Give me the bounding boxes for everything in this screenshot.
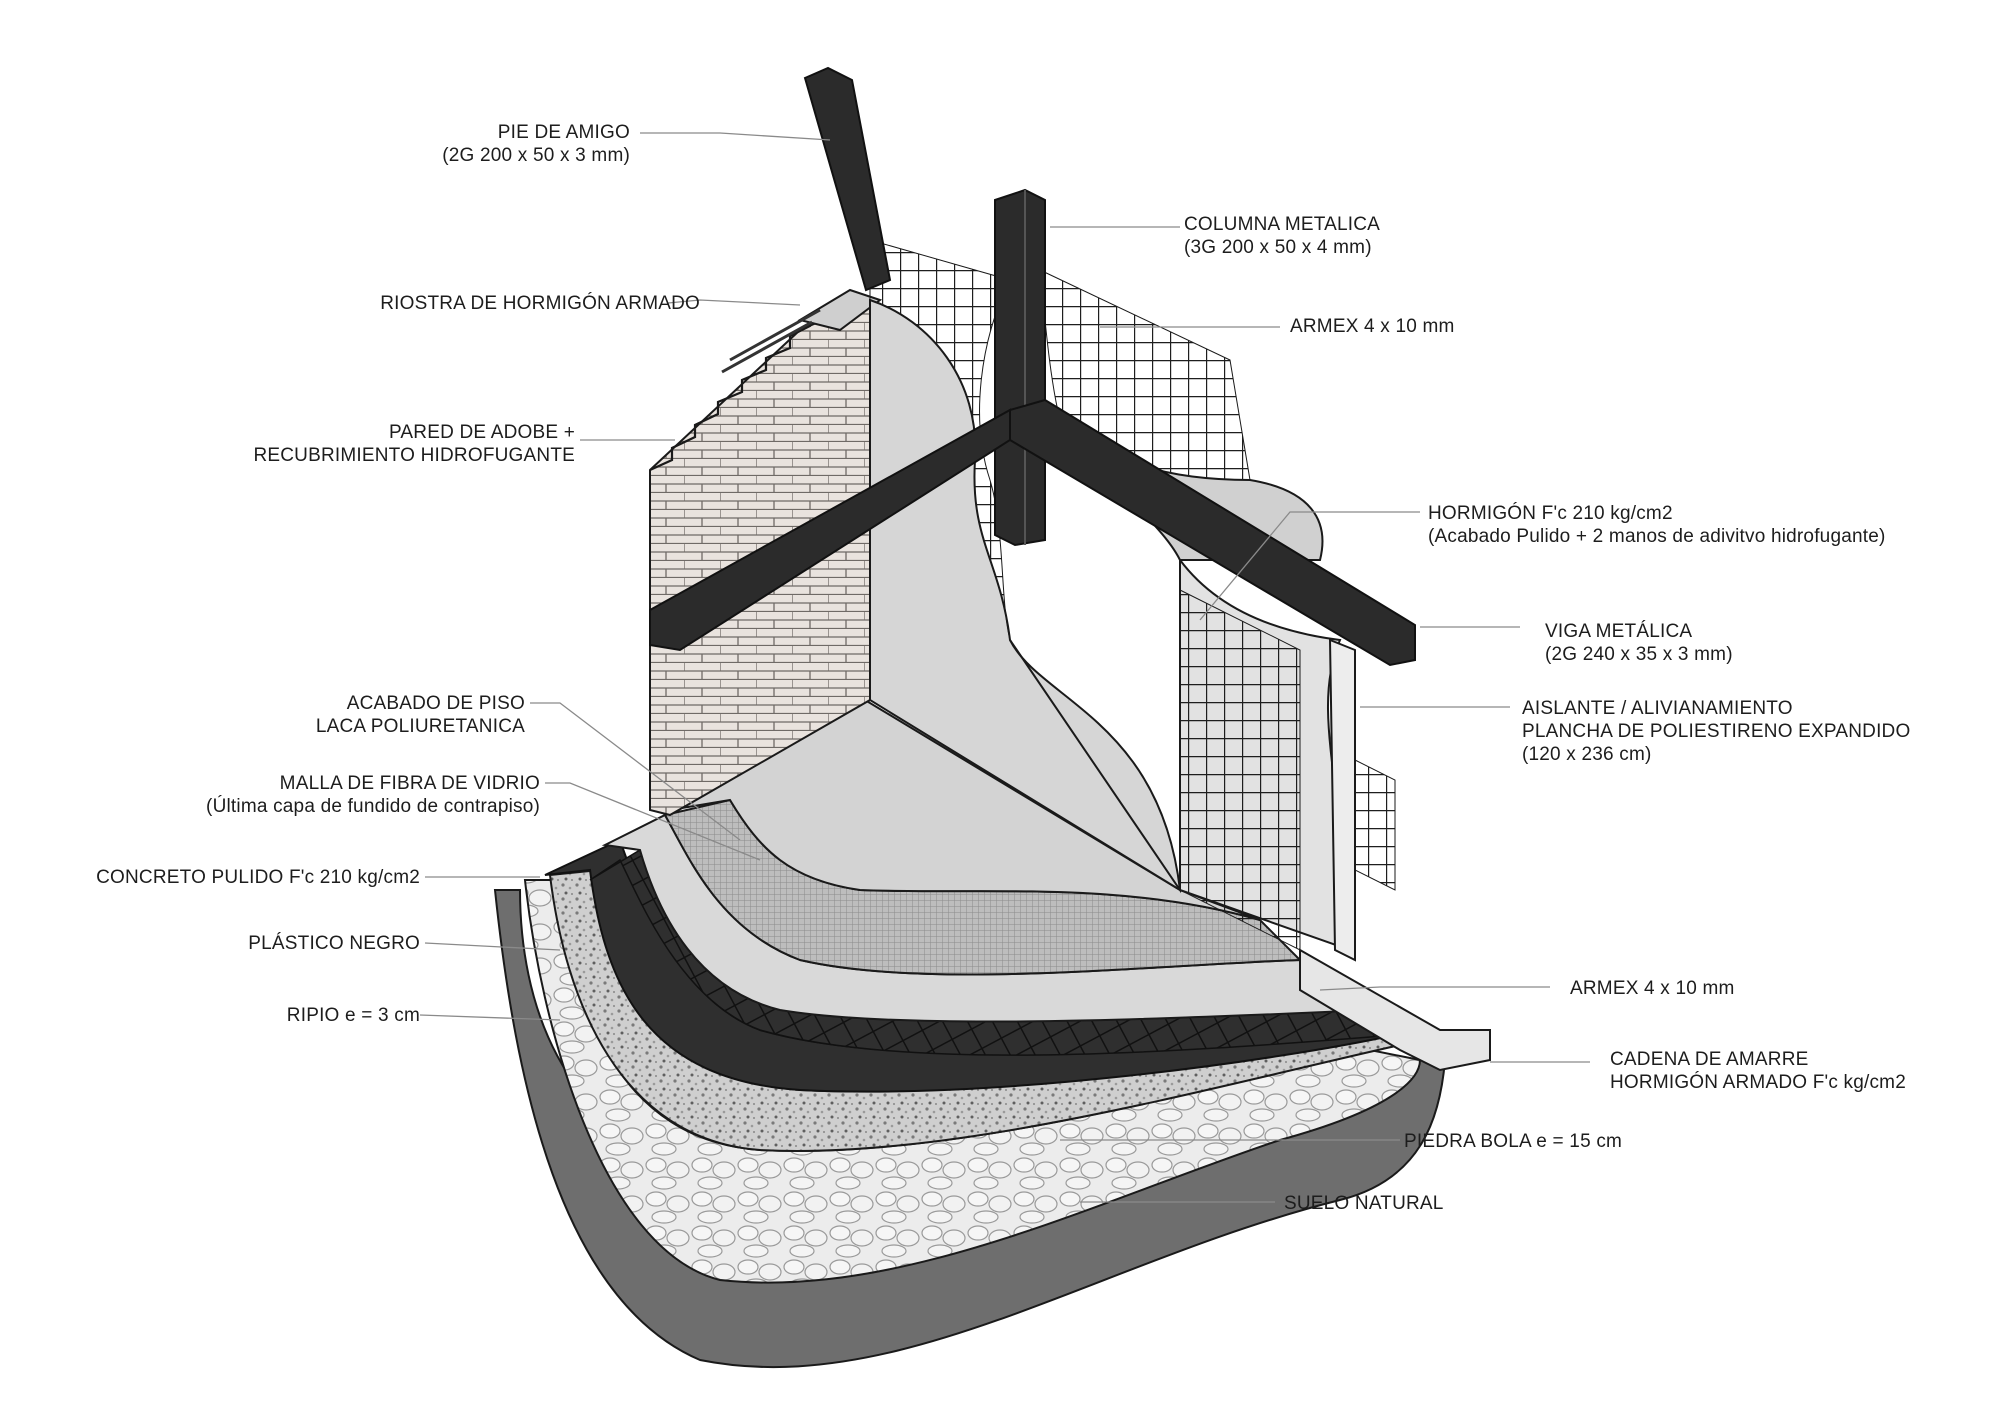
label-line: CONCRETO PULIDO F'c 210 kg/cm2 [96,867,420,888]
label-suelo-natural: SUELO NATURAL [1284,1192,1444,1215]
adobe-brick-steps [649,304,836,472]
label-acabado-piso: ACABADO DE PISO LACA POLIURETANICA [316,692,525,738]
wall-mesh-left [869,239,1011,641]
label-riostra: RIOSTRA DE HORMIGÓN ARMADO [380,292,700,315]
label-cadena-amarre: CADENA DE AMARRE HORMIGÓN ARMADO F'c kg/… [1610,1048,1906,1094]
label-ripio: RIPIO e = 3 cm [287,1004,420,1027]
label-line: RECUBRIMIENTO HIDROFUGANTE [253,445,575,466]
label-line: VIGA METÁLICA [1545,621,1693,642]
label-line: PLANCHA DE POLIESTIRENO EXPANDIDO [1522,721,1911,742]
steel-beam-right [1009,398,1416,667]
label-line: (3G 200 x 50 x 4 mm) [1184,237,1372,258]
label-pared-adobe: PARED DE ADOBE + RECUBRIMIENTO HIDROFUGA… [253,421,575,467]
steel-beam-left [649,408,1011,652]
steel-column [994,188,1046,547]
label-viga-metalica: VIGA METÁLICA (2G 240 x 35 x 3 mm) [1545,620,1733,666]
label-line: CADENA DE AMARRE [1610,1049,1809,1070]
rebar-stub [721,308,821,374]
insulation-panel [1328,638,1356,962]
label-pie-de-amigo: PIE DE AMIGO (2G 200 x 50 x 3 mm) [442,121,630,167]
label-line: (Última capa de fundido de contrapiso) [206,796,540,817]
label-line: LACA POLIURETANICA [315,716,525,737]
label-armex-top: ARMEX 4 x 10 mm [1290,315,1455,338]
diagonal-brace [803,66,892,292]
label-aislante: AISLANTE / ALIVIANAMIENTO PLANCHA DE POL… [1522,697,1910,766]
label-line: ACABADO DE PISO [346,693,525,714]
label-piedra-bola: PIEDRA BOLA e = 15 cm [1404,1130,1622,1153]
label-columna-metalica: COLUMNA METALICA (3G 200 x 50 x 4 mm) [1184,213,1380,259]
label-line: (Acabado Pulido + 2 manos de adivitvo hi… [1428,526,1886,547]
label-concreto-pulido: CONCRETO PULIDO F'c 210 kg/cm2 [96,866,420,889]
leader-lines [419,132,1590,1203]
label-line: PLÁSTICO NEGRO [248,933,420,954]
label-malla-fibra: MALLA DE FIBRA DE VIDRIO (Última capa de… [206,772,540,818]
label-line: AISLANTE / ALIVIANAMIENTO [1522,698,1793,719]
tie-chain-beam [1299,948,1491,1072]
floor-finish [669,698,1261,921]
label-line: (120 x 236 cm) [1522,744,1652,765]
wall-mesh-edge [1354,759,1396,891]
label-plastico-negro: PLÁSTICO NEGRO [248,932,420,955]
label-line: PIE DE AMIGO [497,122,630,143]
label-armex-bottom: ARMEX 4 x 10 mm [1570,977,1735,1000]
label-line: RIPIO e = 3 cm [286,1005,420,1026]
label-line: PIEDRA BOLA e = 15 cm [1404,1131,1623,1152]
label-line: MALLA DE FIBRA DE VIDRIO [279,773,540,794]
label-line: (2G 240 x 35 x 3 mm) [1545,644,1733,665]
label-line: SUELO NATURAL [1284,1193,1444,1214]
label-hormigon: HORMIGÓN F'c 210 kg/cm2 (Acabado Pulido … [1428,502,1886,548]
label-line: HORMIGÓN F'c 210 kg/cm2 [1428,503,1673,524]
label-line: RIOSTRA DE HORMIGÓN ARMADO [380,293,700,314]
label-line: (2G 200 x 50 x 3 mm) [442,145,630,166]
label-line: ARMEX 4 x 10 mm [1570,978,1735,999]
label-line: HORMIGÓN ARMADO F'c kg/cm2 [1610,1072,1906,1093]
label-line: COLUMNA METALICA [1184,214,1381,235]
label-line: ARMEX 4 x 10 mm [1290,316,1455,337]
wall-mesh-right-lower [1179,589,1301,951]
label-line: PARED DE ADOBE + [388,422,575,443]
